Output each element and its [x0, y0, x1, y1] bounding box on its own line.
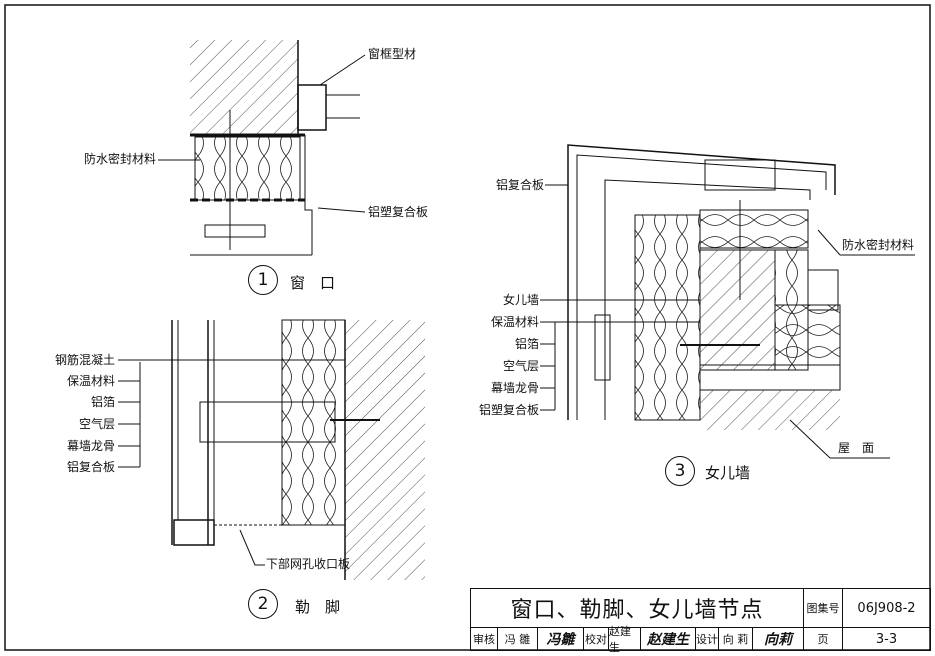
- detail-number-2: 2: [248, 589, 278, 619]
- label-aluminum-composite-top: 铝复合板: [496, 178, 545, 192]
- label-bottom-mesh-closure-plate: 下部网孔收口板: [266, 557, 351, 571]
- atlas-number: 06J908-2: [842, 588, 931, 628]
- drawing-title: 窗口、勒脚、女儿墙节点: [470, 588, 804, 628]
- detail-number-1: 1: [248, 265, 278, 295]
- detail-2-leader-lines: [118, 359, 265, 566]
- label-roof: 屋 面: [838, 441, 875, 455]
- review-signature: 冯雛: [537, 627, 584, 651]
- detail-3-caption: 女儿墙: [705, 464, 751, 482]
- detail-1-caption: 窗 口: [290, 274, 336, 292]
- design-signature: 向莉: [752, 627, 804, 651]
- label-waterproof-seal: 防水密封材料: [84, 152, 157, 166]
- page-number: 3-3: [842, 627, 931, 651]
- atlas-number-label: 图集号: [803, 588, 843, 628]
- check-label: 校对: [583, 627, 609, 651]
- label-curtain-wall-keel: 幕墙龙骨: [66, 439, 115, 453]
- label-aluminum-plastic-panel: 铝塑复合板: [368, 205, 429, 219]
- label-aluminum-plastic-panel-3: 铝塑复合板: [478, 403, 539, 417]
- review-name: 冯 雛: [497, 627, 538, 651]
- sheet-border: [4, 4, 931, 651]
- label-aluminum-foil: 铝箔: [90, 395, 115, 409]
- detail-3-leader-lines: [540, 184, 915, 459]
- page-label: 页: [803, 627, 843, 651]
- detail-3-parapet: [567, 144, 841, 430]
- label-window-frame: 窗框型材: [368, 47, 417, 61]
- label-air-layer: 空气层: [78, 417, 115, 431]
- check-name: 赵建生: [608, 625, 641, 654]
- design-label: 设计: [695, 627, 719, 651]
- label-parapet: 女儿墙: [502, 293, 539, 307]
- label-waterproof-seal-3: 防水密封材料: [842, 238, 915, 252]
- label-insulation-3: 保温材料: [490, 315, 539, 329]
- detail-1-window: [190, 40, 360, 256]
- detail-2-plinth: [139, 319, 425, 580]
- label-insulation: 保温材料: [66, 374, 115, 388]
- label-air-layer-3: 空气层: [502, 359, 539, 373]
- label-aluminum-foil-3: 铝箔: [514, 337, 539, 351]
- label-aluminum-composite-panel: 铝复合板: [66, 460, 115, 474]
- check-signature: 赵建生: [640, 627, 696, 651]
- design-name: 向 莉: [718, 627, 753, 651]
- label-reinforced-concrete: 钢筋混凝土: [54, 353, 115, 367]
- label-curtain-wall-keel-3: 幕墙龙骨: [490, 381, 539, 395]
- review-label: 审核: [470, 627, 498, 651]
- detail-number-3: 3: [665, 456, 695, 486]
- detail-2-caption: 勒 脚: [295, 598, 341, 616]
